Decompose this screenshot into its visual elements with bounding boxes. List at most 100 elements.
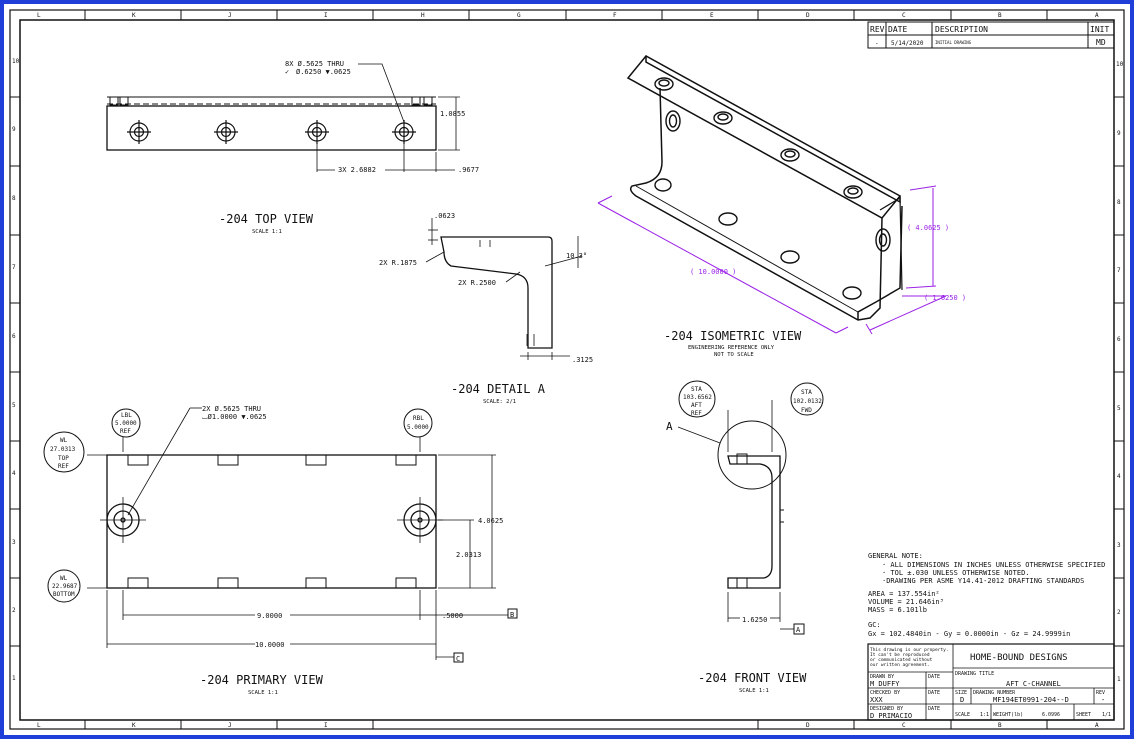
iso-view-title: -204 ISOMETRIC VIEW <box>664 329 802 343</box>
checked-by: XXX <box>870 696 883 704</box>
sta-aft-label: STA <box>691 386 702 393</box>
iso-note-1: ENGINEERING REFERENCE ONLY <box>688 345 775 351</box>
zone-col-K: K <box>132 12 136 19</box>
front-view: STA 103.6562 AFT REF STA 102.0132 FWD A … <box>666 380 824 694</box>
drawn-by: M DUFFY <box>870 680 900 688</box>
front-view-profile <box>727 455 781 589</box>
iso-note-2: NOT TO SCALE <box>714 352 754 358</box>
drawing-number-label: DRAWING NUMBER <box>973 690 1016 696</box>
rbl-value: 5.0000 <box>407 424 429 431</box>
wl-top-top: TOP <box>58 455 69 462</box>
sheet-value: 1/1 <box>1102 712 1111 718</box>
top-hole-note-2: Ø.6250 ▼.0625 <box>296 68 351 76</box>
detail-a-scale: SCALE: 2/1 <box>483 399 516 405</box>
wl-top-ref: REF <box>58 463 69 470</box>
detail-a: .0623 2X R.1875 2X R.2500 10.3° .3125 -2… <box>379 212 593 405</box>
detail-radius-1: 2X R.1875 <box>379 259 417 267</box>
sta-aft-aft: AFT <box>691 402 702 409</box>
primary-view-scale: SCALE 1:1 <box>248 690 278 696</box>
zone-col-H: H <box>421 12 425 19</box>
front-balloons <box>678 380 824 418</box>
top-view-holes <box>127 120 416 144</box>
zone-row-1-right: 1 <box>1117 676 1121 683</box>
primary-dim-end: .5000 <box>442 612 463 620</box>
zone-col-C: C <box>902 12 906 19</box>
date-header: DATE <box>888 25 907 34</box>
scale-value: 1:1 <box>980 712 989 718</box>
mass-prop-mass: MASS = 6.101lb <box>868 606 927 614</box>
weight-label: WEIGHT(lb) <box>993 712 1023 718</box>
company-name: HOME-BOUND DESIGNS <box>970 653 1068 663</box>
sta-fwd-fwd: FWD <box>801 407 812 414</box>
primary-balloons <box>43 408 433 603</box>
top-view: 8X Ø.5625 THRU ✓ Ø.6250 ▼.0625 1.0855 3X… <box>106 60 479 235</box>
datum-a: A <box>796 626 801 634</box>
detail-radius-2: 2X R.2500 <box>458 279 496 287</box>
primary-view-outline <box>106 454 437 589</box>
detail-circle-a <box>717 420 787 490</box>
front-view-title: -204 FRONT VIEW <box>698 671 807 685</box>
drawn-by-label: DRAWN BY <box>870 674 894 680</box>
lbl-label: LBL <box>121 412 132 419</box>
wl-top-value: 27.0313 <box>50 446 76 453</box>
notes-heading: GENERAL NOTE: <box>868 552 923 560</box>
primary-dim-height: 4.0625 <box>478 517 503 525</box>
zone-labels-right: 10 9 8 7 6 5 4 3 2 1 <box>1116 61 1124 683</box>
top-hole-note-1: 8X Ø.5625 THRU <box>285 60 344 68</box>
size-label: SIZE <box>955 690 967 696</box>
lbl-ref: REF <box>120 428 131 435</box>
zone-row-9-right: 9 <box>1117 130 1121 137</box>
top-dim-end: .9677 <box>458 166 479 174</box>
note-line-1: · ALL DIMENSIONS IN INCHES UNLESS OTHERW… <box>882 561 1105 569</box>
primary-dim-total: 10.0000 <box>255 641 285 649</box>
primary-view-title: -204 PRIMARY VIEW <box>200 673 324 687</box>
primary-hole-note-1: 2X Ø.5625 THRU <box>202 405 261 413</box>
zone-col-A-bottom: A <box>1095 722 1099 729</box>
zone-col-L-bottom: L <box>37 722 41 729</box>
datum-b: B <box>510 611 514 619</box>
primary-dim-mid: 2.0313 <box>456 551 481 559</box>
top-hole-note-prefix: ✓ <box>285 68 289 76</box>
zone-row-5: 5 <box>12 402 16 409</box>
scale-label: SCALE <box>955 712 970 718</box>
front-view-scale: SCALE 1:1 <box>739 688 769 694</box>
zone-row-4-right: 4 <box>1117 473 1121 480</box>
zone-row-3-right: 3 <box>1117 542 1121 549</box>
drawn-date-label: DATE <box>928 674 940 680</box>
init-value: MD <box>1096 38 1106 47</box>
proprietary-1: This drawing is our property. <box>870 647 949 653</box>
zone-row-2: 2 <box>12 607 16 614</box>
zone-col-D: D <box>806 12 810 19</box>
zone-labels-top: L K J I H G F E D C B A <box>37 12 1099 19</box>
iso-holes <box>654 77 891 300</box>
top-view-outline <box>106 105 437 151</box>
zone-row-7: 7 <box>12 264 16 271</box>
sta-aft-value: 103.6562 <box>683 394 712 401</box>
wl-bottom-value: 22.9687 <box>52 583 78 590</box>
iso-dim-length: ( 10.0000 ) <box>690 268 736 276</box>
designed-by-label: DESIGNED BY <box>870 706 903 712</box>
detail-dim-flange: .3125 <box>572 356 593 364</box>
proprietary-4: our written agreement. <box>870 662 930 668</box>
cg-values: Gx = 102.4840in - Gy = 0.0000in - Gz = 2… <box>868 630 1070 638</box>
checked-by-label: CHECKED BY <box>870 690 900 696</box>
zone-col-B-bottom: B <box>998 722 1002 729</box>
designed-date-label: DATE <box>928 706 940 712</box>
drawing-number: MF194ET0991-204--D <box>993 696 1069 704</box>
zone-col-I-bottom: I <box>324 722 328 729</box>
zone-row-10: 10 <box>12 58 20 65</box>
detail-label-a: A <box>666 420 673 433</box>
rev-header: REV <box>870 25 885 34</box>
iso-ref-dimensions <box>597 185 947 335</box>
top-view-scale: SCALE 1:1 <box>252 229 282 235</box>
zone-col-E: E <box>710 12 714 19</box>
zone-row-1: 1 <box>12 675 16 682</box>
iso-web <box>629 87 883 321</box>
datum-c: C <box>456 655 460 663</box>
zone-row-5-right: 5 <box>1117 405 1121 412</box>
primary-view: LBL 5.0000 REF RBL 5.0000 WL 27.0313 TOP… <box>43 405 518 696</box>
init-header: INIT <box>1090 25 1109 34</box>
checked-date-label: DATE <box>928 690 940 696</box>
